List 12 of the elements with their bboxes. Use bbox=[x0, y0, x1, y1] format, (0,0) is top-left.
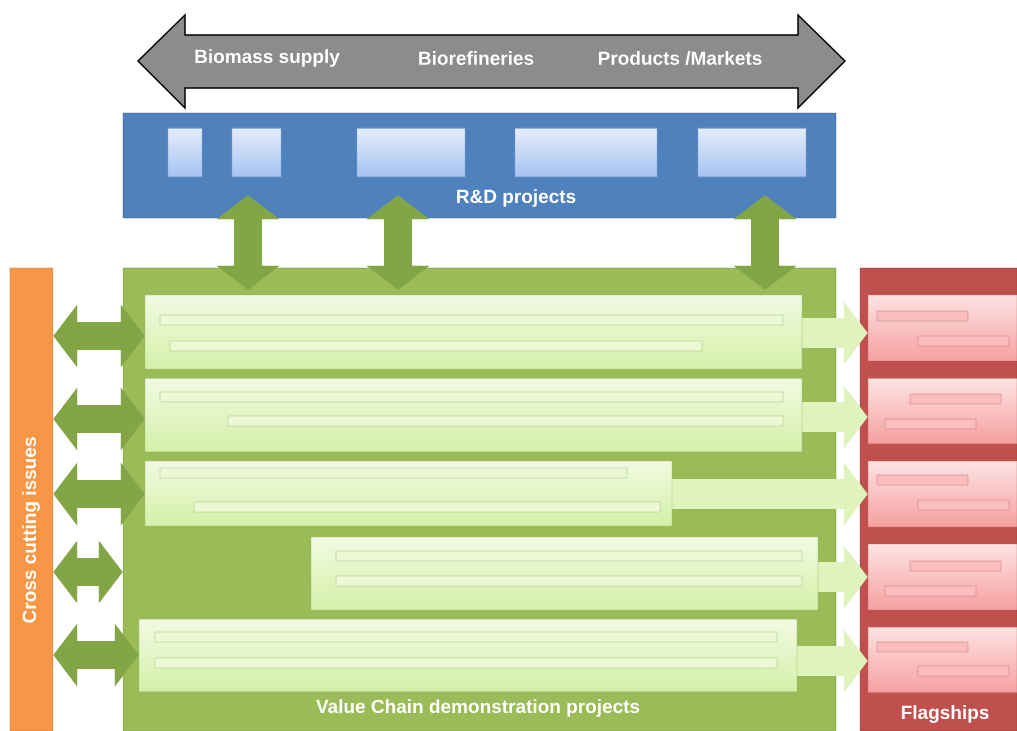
project-box bbox=[697, 127, 807, 178]
panel-title: Flagships bbox=[901, 705, 989, 723]
project-box bbox=[231, 127, 282, 178]
project-box bbox=[514, 127, 658, 178]
panel-title: R&D projects bbox=[457, 189, 576, 207]
stage-label: Biomass supply bbox=[195, 49, 340, 67]
side-label: Cross cutting issues bbox=[22, 437, 40, 623]
stage-label: Products /Markets bbox=[598, 50, 762, 66]
project-box bbox=[167, 127, 203, 178]
stage-label: Biorefineries bbox=[419, 51, 534, 65]
panel-title: Value Chain demonstration projects bbox=[316, 699, 640, 717]
project-box bbox=[356, 127, 466, 178]
